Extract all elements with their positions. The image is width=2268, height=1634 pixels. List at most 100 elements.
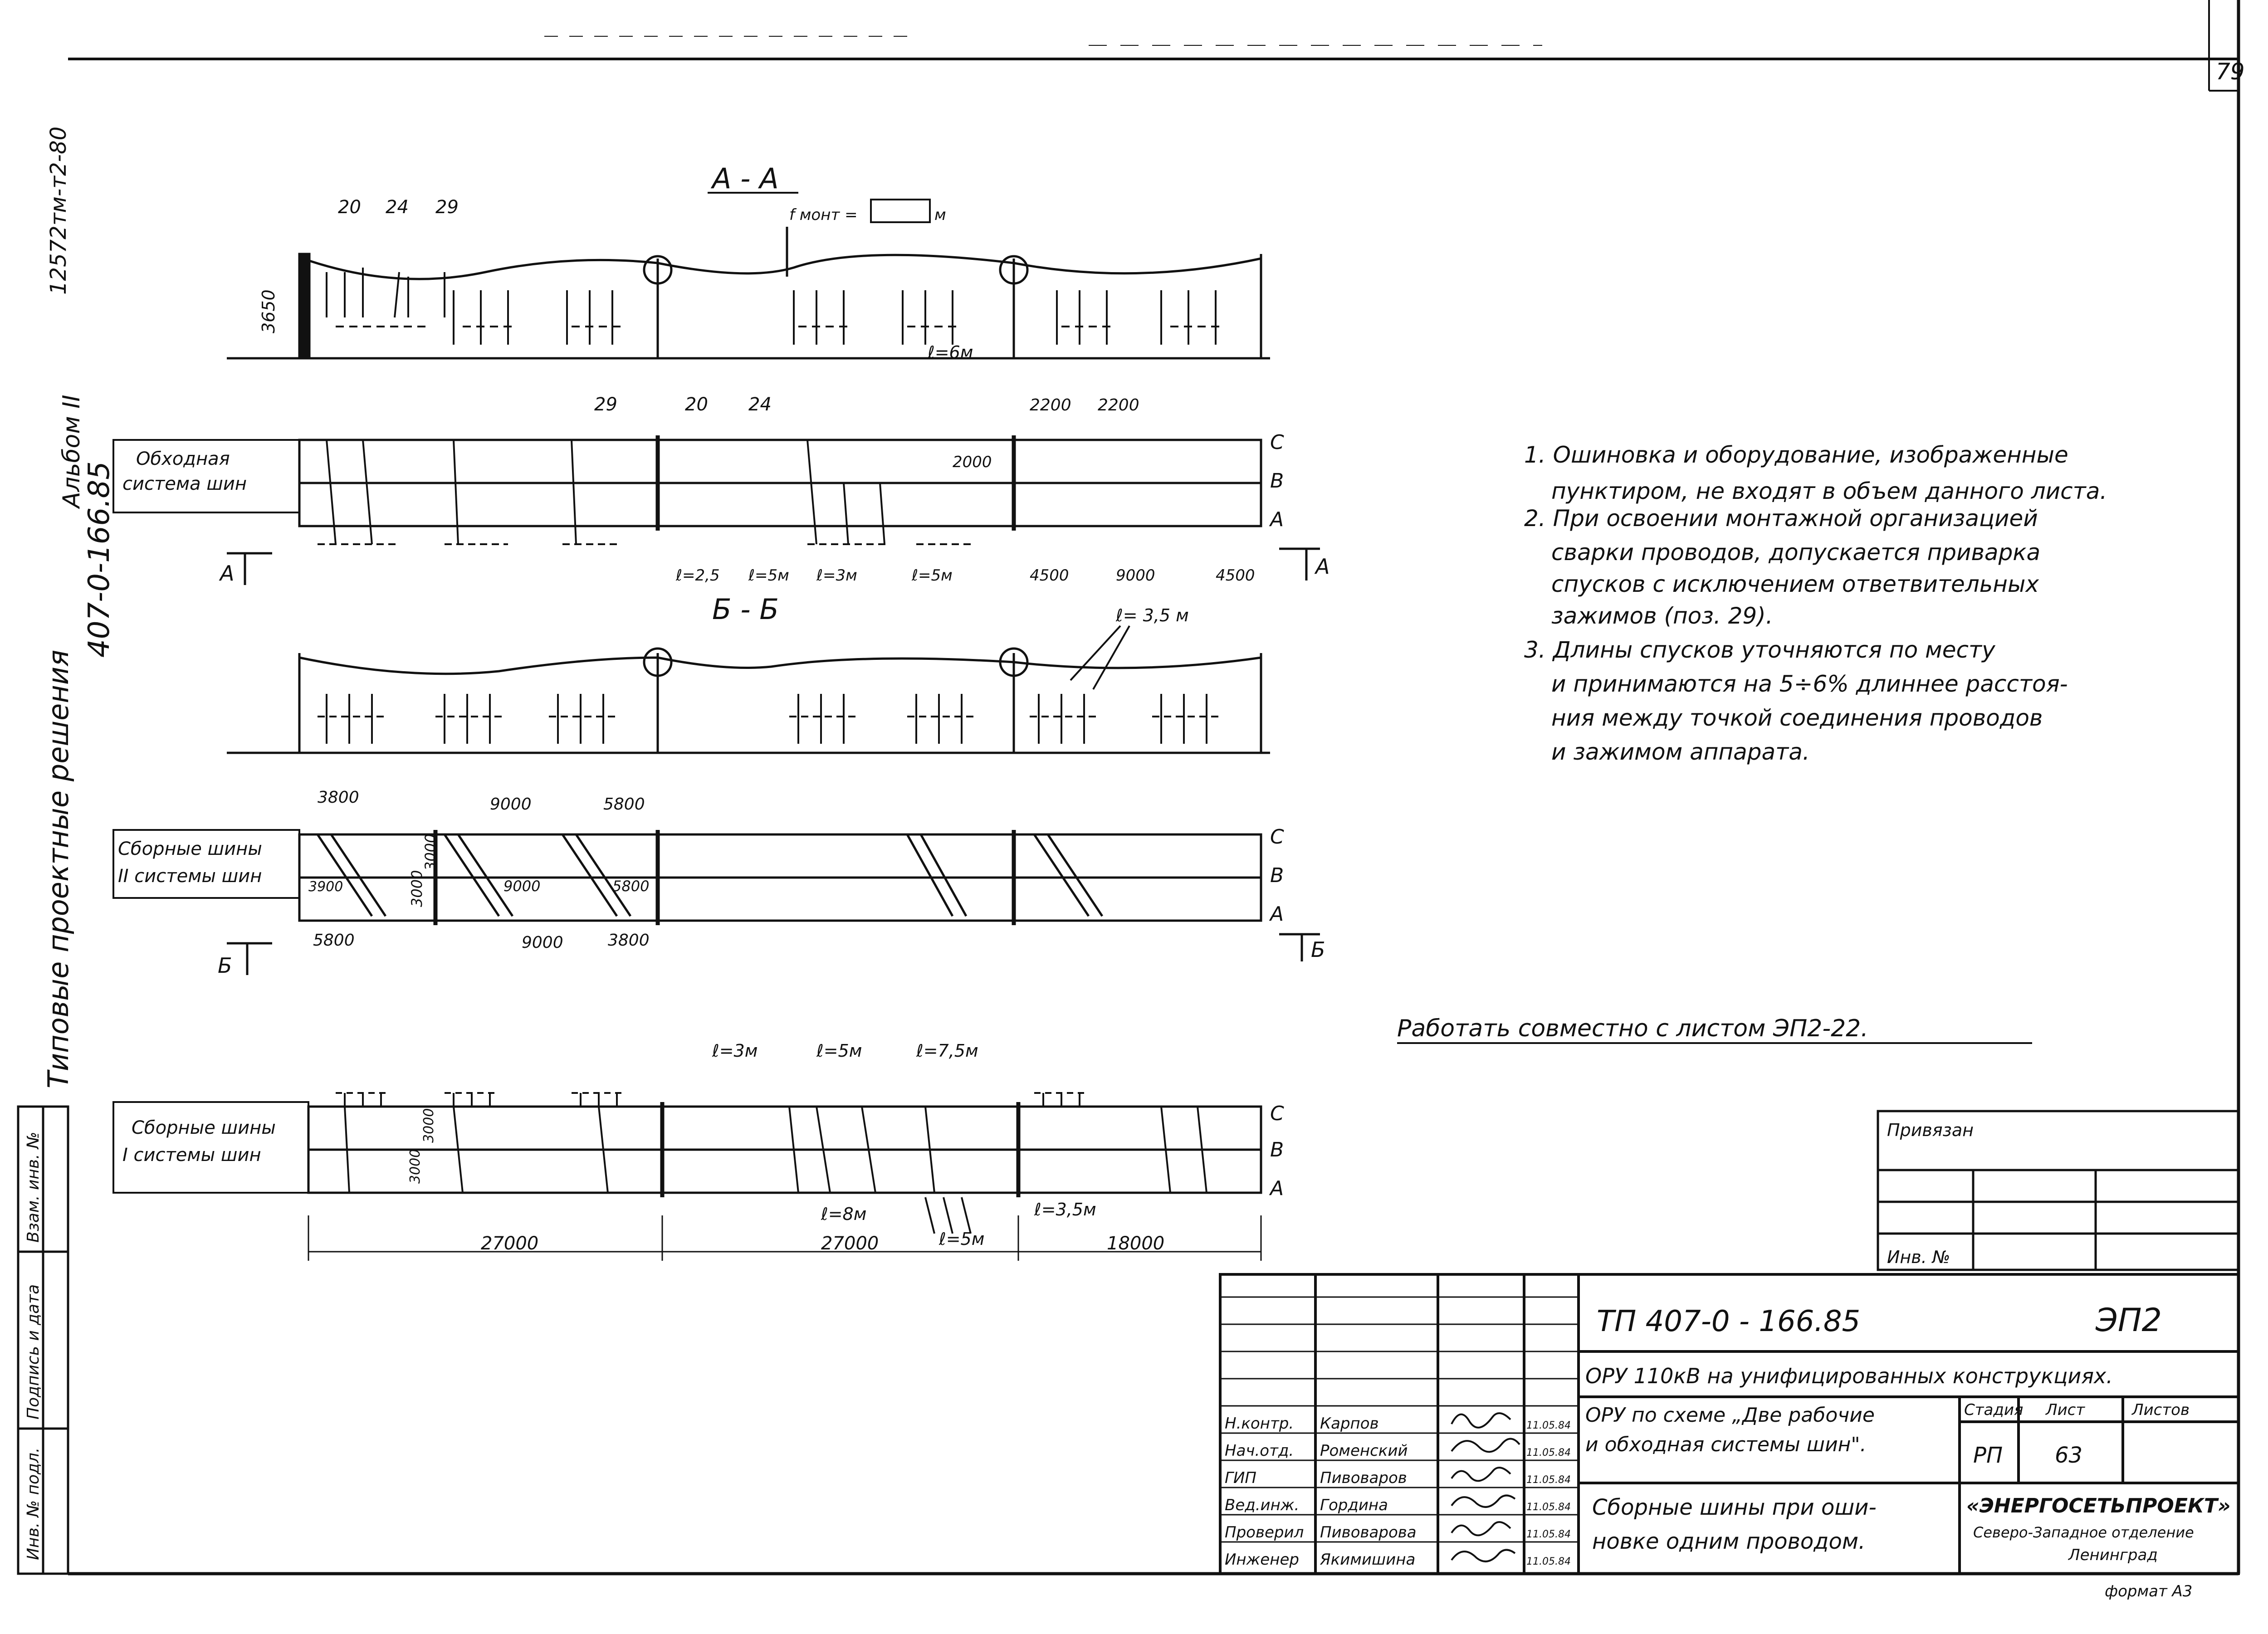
left-margin: 12572тм-т2-80 407-0-166.85 Альбом II Тип… <box>42 127 116 1088</box>
person-role: Проверил <box>1225 1523 1304 1541</box>
bypass-len-4: ℓ=5м <box>911 566 953 585</box>
sheet-code: ЭП2 <box>2095 1302 2162 1339</box>
plan-bypass: Обходная система шин 29 20 24 2200 2200 … <box>112 394 1330 585</box>
callout-20: 20 <box>338 197 361 218</box>
section-bb-length: ℓ= 3,5 м <box>1115 605 1189 625</box>
bus1-len-top-2: ℓ=5м <box>816 1041 862 1061</box>
cut-mark-b-right: Б <box>1311 937 1325 962</box>
bus2-label-box <box>112 829 300 899</box>
bus2-dim-bottom-3: 3800 <box>608 931 650 950</box>
cut-mark-b-left: Б <box>218 953 232 978</box>
object-title: ОРУ 110кВ на унифицированных конструкция… <box>1585 1364 2113 1388</box>
bus1-len-top-1: ℓ=3м <box>712 1041 758 1061</box>
bus2-dim-top-2: 9000 <box>490 795 532 814</box>
margin-title: Типовые проектные решения <box>42 650 75 1088</box>
bus1-phase-c: C <box>1270 1102 1284 1125</box>
sag-label: f монт = <box>789 206 858 224</box>
note-line-9: ния между точкой соединения проводов <box>1551 705 2043 731</box>
bus2-phase-c: C <box>1270 825 1284 849</box>
person-date: 11.05.84 <box>1526 1556 1571 1567</box>
bypass-label-1: Обходная <box>136 449 230 469</box>
signatures <box>1451 1412 1520 1562</box>
org-city: Ленинград <box>2068 1546 2158 1564</box>
person-role: ГИП <box>1225 1469 1256 1487</box>
bus2-dim-top-1: 3800 <box>318 788 359 807</box>
title-block <box>1219 1273 2240 1575</box>
bypass-dim-bottom-3: 4500 <box>1216 566 1255 585</box>
person-date: 11.05.84 <box>1526 1502 1571 1513</box>
height-3650: 3650 <box>259 289 279 333</box>
plan-bus-2: Сборные шины II системы шин 3800 9000 58… <box>112 788 1325 978</box>
note-line-1: 1. Ошиновка и оборудование, изображенные <box>1524 442 2068 468</box>
note-line-2: пунктиром, не входят в объем данного лис… <box>1551 478 2107 504</box>
note-line-8: и принимаются на 5÷6% длиннее расстоя- <box>1551 671 2068 697</box>
person-name: Гордина <box>1320 1496 1388 1514</box>
margin-album: Альбом II <box>58 395 85 509</box>
note-line-7: 3. Длины спусков уточняются по месту <box>1524 637 1996 663</box>
bypass-dim-top-1: 2200 <box>1030 396 1071 415</box>
stage-header: Стадия <box>1964 1401 2023 1419</box>
bypass-dim-inner: 2000 <box>953 453 992 471</box>
bus2-phase-a: A <box>1269 902 1284 926</box>
bus1-label-box <box>112 1101 309 1194</box>
bus1-label-2: I системы шин <box>122 1145 261 1166</box>
cut-mark-a-right: А <box>1314 554 1330 579</box>
bus1-dim-overall-3: 18000 <box>1107 1233 1164 1254</box>
stamp-инв: Инв. № подл. <box>24 1448 43 1560</box>
plan-bus-1: Сборные шины I системы шин ℓ=3м ℓ=5м ℓ=7… <box>112 1041 1284 1261</box>
left-stamp <box>17 1105 69 1575</box>
drawing-line-2: новке одним проводом. <box>1592 1529 1865 1554</box>
scheme-line-1: ОРУ по схеме „Две рабочие <box>1585 1404 1875 1427</box>
bus1-label-1: Сборные шины <box>132 1117 276 1138</box>
person-name: Якимишина <box>1320 1551 1415 1569</box>
margin-series: 407-0-166.85 <box>83 461 116 658</box>
bus2-dim-bottom-2: 9000 <box>522 933 563 952</box>
format: формат А3 <box>2105 1582 2192 1600</box>
bus1-dim-inner-2: 3000 <box>421 1108 437 1143</box>
stamp-подпись: Подпись и дата <box>24 1284 43 1419</box>
bus2-label-2: II системы шин <box>118 866 262 887</box>
sheet-header: Лист <box>2045 1401 2085 1419</box>
bus2-dim-inner-4: 9000 <box>503 878 540 895</box>
length-6m: ℓ=6м <box>927 342 973 362</box>
note-line-6: зажимов (поз. 29). <box>1551 603 1773 629</box>
cut-mark-a-left: А <box>219 561 234 585</box>
bypass-callout-20: 20 <box>685 394 708 415</box>
bus2-dim-inner-3: 3900 <box>308 879 343 895</box>
bus1-len-bottom-2: ℓ=5м <box>938 1229 984 1249</box>
person-name: Карпов <box>1320 1415 1379 1433</box>
person-role: Нач.отд. <box>1225 1442 1294 1460</box>
scheme-line-2: и обходная системы шин". <box>1585 1433 1867 1456</box>
section-aa-title: А - А <box>710 162 779 195</box>
bypass-callout-24: 24 <box>748 394 772 415</box>
bypass-dim-top-2: 2200 <box>1098 396 1139 415</box>
note-line-5: спусков с исключением ответвительных <box>1551 571 2039 597</box>
bus1-phase-b: B <box>1270 1138 1284 1161</box>
person-date: 11.05.84 <box>1526 1529 1571 1540</box>
bypass-label-2: система шин <box>122 473 247 494</box>
bypass-label-box <box>112 439 300 513</box>
callout-24: 24 <box>386 197 409 218</box>
bypass-phase-a: A <box>1269 508 1284 531</box>
note-line-3: 2. При освоении монтажной организацией <box>1524 505 2038 532</box>
drawing-line-1: Сборные шины при оши- <box>1592 1495 1877 1520</box>
person-role: Н.контр. <box>1225 1415 1294 1433</box>
bypass-phase-c: C <box>1270 431 1284 454</box>
doc-code: ТП 407-0 - 166.85 <box>1597 1305 1860 1338</box>
section-bb-title: Б - Б <box>712 593 779 626</box>
bus2-dim-top-3: 5800 <box>603 795 645 814</box>
bus1-len-bottom-3: ℓ=3,5м <box>1034 1200 1096 1219</box>
bypass-dim-bottom-2: 9000 <box>1116 566 1155 585</box>
callout-29: 29 <box>435 197 459 218</box>
sheet-value: 63 <box>2055 1443 2082 1468</box>
bus1-dim-overall-1: 27000 <box>481 1233 538 1254</box>
org-branch: Северо-Западное отделение <box>1973 1524 2194 1541</box>
bus1-dim-inner-1: 3000 <box>407 1149 423 1184</box>
person-name: Роменский <box>1320 1442 1408 1460</box>
bypass-callout-29: 29 <box>594 394 617 415</box>
bus1-len-bottom-1: ℓ=8м <box>821 1204 866 1224</box>
bus2-phase-b: B <box>1270 864 1284 887</box>
bus1-phase-a: A <box>1269 1177 1284 1200</box>
bypass-len-3: ℓ=3м <box>816 566 857 585</box>
person-date: 11.05.84 <box>1526 1420 1571 1431</box>
